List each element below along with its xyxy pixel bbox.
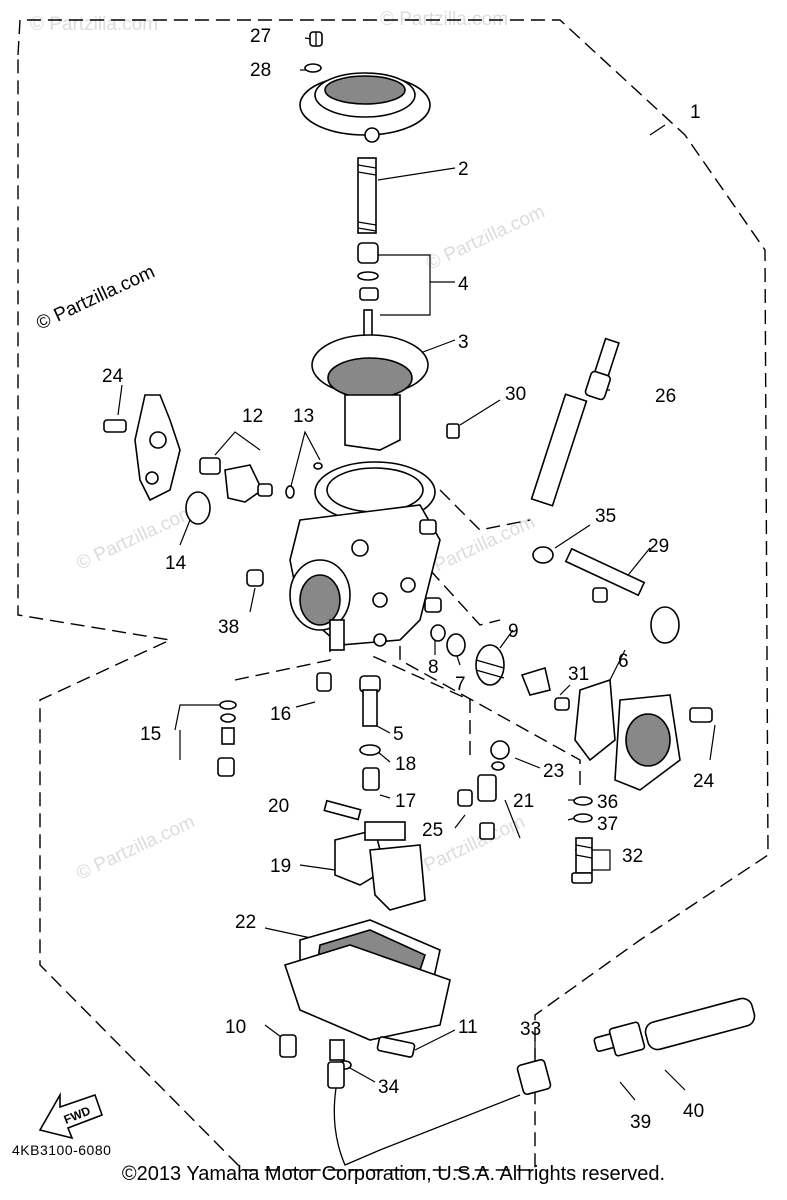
screw-20 [323,799,362,821]
callout-13: 13 [293,406,314,427]
callout-7: 7 [455,674,466,695]
callout-14: 14 [165,553,187,574]
washer-28 [304,63,322,73]
jet-16 [316,672,332,692]
part-23 [490,740,510,760]
callout-35: 35 [595,506,616,527]
fwd-arrow-icon: FWD [38,1091,104,1140]
callout-24b: 24 [693,771,715,792]
faint-watermark: © Partzilla.com [30,14,158,35]
callout-25: 25 [422,820,443,841]
callout-1: 1 [690,102,701,123]
screw-32 [571,837,593,884]
part-23b [491,761,505,771]
drawing-code: 4KB3100-6080 [12,1142,111,1158]
callout-34: 34 [378,1077,400,1098]
callout-27: 27 [250,26,271,47]
washer-18 [359,744,381,756]
callout-19: 19 [270,856,291,877]
callout-15: 15 [140,724,161,745]
o-ring-13 [285,485,295,499]
ring-7 [446,633,466,657]
washer-8 [430,624,446,642]
drain-hose-33 [327,1058,552,1166]
screw-assembly-29 [564,547,680,644]
callout-5: 5 [393,724,404,745]
callout-6: 6 [618,651,629,672]
diaphragm-3 [311,334,429,451]
screw-10 [279,1034,297,1058]
jet-set-15 [217,700,237,777]
jet-17 [362,767,380,791]
callout-17: 17 [395,791,416,812]
callout-39: 39 [630,1112,651,1133]
callout-20: 20 [268,796,289,817]
top-cap [299,72,431,143]
cover-6 [574,678,681,791]
o-ring-35 [532,546,554,564]
o-ring-13b [313,462,323,470]
spring-9 [475,644,505,686]
callouts: 27 28 1 2 4 3 24 30 26 12 13 35 29 14 38… [102,26,715,1133]
callout-28: 28 [250,60,271,81]
callout-33: 33 [520,1019,541,1040]
throttle-bracket [103,394,181,502]
callout-3: 3 [458,332,469,353]
needle-valve-21 [477,774,497,840]
callout-32: 32 [622,846,643,867]
callout-26: 26 [655,386,676,407]
part-31 [520,666,570,711]
callout-8: 8 [428,657,439,678]
assembly-boundary [17,19,769,1171]
callout-29: 29 [648,536,669,557]
spring-2 [357,157,377,234]
throttle-screw-12 [199,457,273,503]
callout-37: 37 [597,814,618,835]
callout-38: 38 [218,617,239,638]
screw-11 [376,1036,416,1058]
screw-30 [446,423,460,439]
callout-11: 11 [458,1017,478,1038]
callout-9: 9 [508,621,519,642]
faint-watermark: © Partzilla.com [423,201,548,274]
cap-38 [246,569,264,587]
callout-16: 16 [270,704,291,725]
gasket-14 [185,491,211,525]
part-25 [457,789,473,807]
callout-36: 36 [597,792,618,813]
faint-watermark: © Partzilla.com [380,9,508,30]
float-bowl [283,919,451,1061]
callout-30: 30 [505,384,526,405]
partzilla-watermark: © Partzilla.com [33,261,158,334]
callout-40: 40 [683,1101,704,1122]
hose-26 [530,337,620,507]
carburetor-body [289,461,442,651]
float-19 [334,821,426,911]
callout-2: 2 [458,159,469,180]
callout-4: 4 [458,274,469,295]
o-ring-36 [573,796,593,806]
callout-31: 31 [568,664,589,685]
copyright-notice: ©2013 Yamaha Motor Corporation, U.S.A. A… [121,1163,666,1185]
callout-23: 23 [543,761,564,782]
callout-24: 24 [102,366,124,387]
callout-21: 21 [513,791,534,812]
screw-24b [689,707,713,723]
callout-22: 22 [235,912,256,933]
hose-40 [644,997,756,1051]
parts: FWD [38,31,756,1166]
faint-watermark: © Partzilla.com [73,811,198,884]
washer-37 [573,813,593,823]
needle-jet-5 [359,675,381,727]
callout-18: 18 [395,754,416,775]
screw-27 [309,31,323,47]
callout-12: 12 [242,406,263,427]
callout-10: 10 [225,1017,246,1038]
fitting-39 [593,1021,646,1057]
